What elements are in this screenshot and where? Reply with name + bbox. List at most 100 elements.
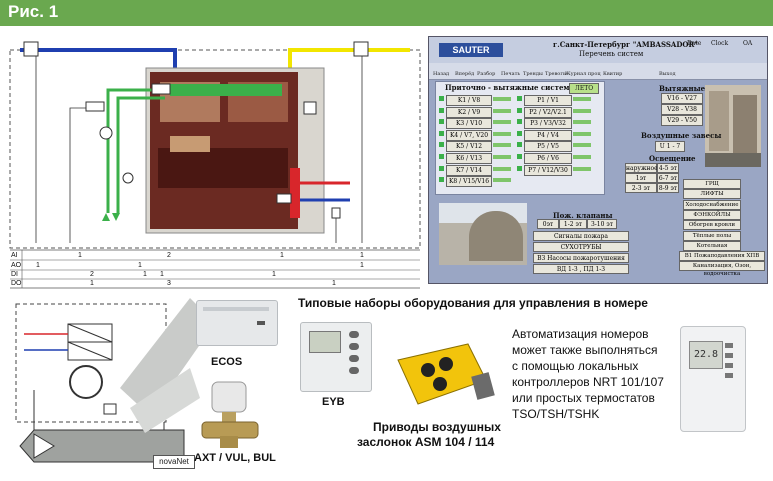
- status-led: [517, 154, 522, 159]
- figure-header: [0, 0, 773, 26]
- io-label-do: DO: [11, 280, 22, 287]
- lighting-button[interactable]: 2-3 эт: [625, 183, 657, 193]
- exhaust-system-button[interactable]: V28 - V38: [661, 104, 703, 115]
- io-value: 2: [90, 271, 94, 278]
- scada-toolbar: [429, 63, 767, 80]
- fire-valves-title: Пож. клапаны: [553, 211, 613, 220]
- supply-system-button[interactable]: K3 / V10: [446, 118, 492, 130]
- lighting-button[interactable]: 8-9 эт: [657, 183, 679, 193]
- novanet-label: novaNet: [153, 455, 195, 469]
- exhaust-system-button[interactable]: P5 / V5: [524, 141, 572, 153]
- status-bar: [493, 166, 511, 171]
- io-value: 1: [360, 252, 364, 259]
- system-menu-button[interactable]: Обогрев кровли: [683, 220, 741, 231]
- status-bar: [573, 108, 591, 113]
- status-bar: [493, 120, 511, 125]
- status-led: [439, 154, 444, 159]
- fire-pumps-button[interactable]: ВЗ Насосы пожаротушения: [533, 253, 629, 263]
- exhaust-system-button[interactable]: V29 - V50: [661, 115, 703, 126]
- io-label-ao: AO: [11, 262, 22, 269]
- supply-system-button[interactable]: K4 / V7, V20: [446, 129, 492, 141]
- damper-actuator: [397, 343, 495, 405]
- status-led: [517, 96, 522, 101]
- hvac-schematic: [9, 41, 421, 289]
- system-menu-button[interactable]: ФЭНКОЙЛЫ: [683, 209, 741, 220]
- description-line: или простых термостатов: [512, 391, 655, 405]
- lighting-button[interactable]: 6-7 эт: [657, 173, 679, 183]
- supply-system-button[interactable]: K6 / V13: [446, 153, 492, 164]
- fire-signals-button[interactable]: Сигналы пожара: [533, 231, 629, 241]
- status-led: [439, 165, 444, 171]
- lighting-title: Освещение: [649, 154, 696, 163]
- toolbar-trends[interactable]: Тренды: [523, 71, 543, 77]
- exhaust-systems-title: Вытяжные системы: [659, 84, 744, 93]
- toolbar-print[interactable]: Печать: [501, 71, 521, 77]
- nrt-display: 22.8: [689, 341, 723, 369]
- io-value: 1: [360, 262, 364, 269]
- sauter-logo: SAUTER: [439, 43, 503, 57]
- system-menu-button[interactable]: В1 Пожаподавления ХПВ: [679, 251, 765, 262]
- status-led: [517, 107, 522, 113]
- toolbar-alarms[interactable]: Тревоги: [545, 71, 567, 77]
- exhaust-system-button[interactable]: P1 / V1: [524, 95, 572, 106]
- status-led: [439, 130, 444, 136]
- lighting-button[interactable]: 1эт: [625, 173, 657, 183]
- toolbar-forward[interactable]: Вперёд: [455, 71, 475, 77]
- scada-subtitle: Перечень систем: [579, 50, 644, 58]
- supply-system-button[interactable]: K2 / V9: [446, 106, 492, 118]
- lighting-button[interactable]: 4-5 эт: [657, 163, 679, 173]
- toolbar-ack[interactable]: Квитир: [603, 71, 623, 77]
- smoke-exhaust-button[interactable]: ВД 1-3 , ПД 1-3: [533, 264, 629, 274]
- system-menu-button[interactable]: Холодоснабжение: [683, 199, 741, 210]
- io-value: 1: [138, 262, 142, 269]
- exhaust-system-button[interactable]: P3 / V3/V32: [524, 118, 572, 130]
- toolbar-exit[interactable]: Выход: [659, 71, 676, 77]
- valve-actuator: [201, 381, 259, 448]
- exhaust-system-button[interactable]: V16 - V27: [661, 93, 703, 104]
- exhaust-system-button[interactable]: P7 / V12/V30: [524, 164, 572, 176]
- air-curtain-button[interactable]: U 1 - 7: [655, 141, 685, 152]
- toolbar-parse[interactable]: Разбор: [477, 71, 496, 77]
- status-bar: [573, 155, 591, 159]
- status-bar: [573, 131, 591, 136]
- lighting-button[interactable]: наружное: [625, 163, 658, 173]
- supply-system-button[interactable]: K1 / V8: [446, 95, 492, 106]
- figure-title: Рис. 1: [8, 2, 59, 21]
- system-menu-button[interactable]: Котельная: [683, 240, 741, 251]
- fire-valve-button[interactable]: 1-2 эт: [559, 219, 587, 229]
- io-value: 2: [167, 252, 171, 259]
- exhaust-system-button[interactable]: P4 / V4: [524, 129, 572, 141]
- system-menu-button[interactable]: ГРЩ: [683, 179, 741, 189]
- supply-system-button[interactable]: K7 / V14: [446, 164, 492, 176]
- fire-valve-button[interactable]: 3-10 эт: [587, 219, 617, 229]
- status-led: [517, 142, 522, 148]
- status-led: [517, 130, 522, 136]
- description-line: может также выполняться: [512, 343, 658, 357]
- status-led: [439, 119, 444, 125]
- eyb-thermostat: [300, 322, 372, 392]
- dry-pipes-button[interactable]: СУХОТРУБЫ: [533, 242, 629, 252]
- toolbar-log[interactable]: Журнал проц: [565, 71, 601, 77]
- toolbar-back[interactable]: Назад: [433, 71, 450, 77]
- asm-label-line2: заслонок ASM 104 / 114: [357, 435, 495, 449]
- description-line: TSO/TSH/TSHK: [512, 407, 600, 421]
- status-led: [517, 165, 522, 171]
- io-value: 1: [332, 280, 336, 287]
- fire-valve-button[interactable]: 0эт: [537, 219, 559, 229]
- status-bar: [493, 97, 511, 101]
- system-menu-button[interactable]: Тёплые полы: [683, 230, 741, 241]
- exhaust-system-button[interactable]: P2 / V2/V2.1: [524, 106, 572, 118]
- supply-system-button[interactable]: K5 / V12: [446, 141, 492, 153]
- io-value: 1: [143, 271, 147, 278]
- io-value: 3: [167, 280, 171, 287]
- supply-system-button[interactable]: K8 / V15/V16: [446, 176, 492, 188]
- system-menu-button[interactable]: Канализация, Озон, водоочистка: [679, 261, 765, 277]
- ecos-label: ECOS: [211, 356, 243, 368]
- io-value: 1: [78, 252, 82, 259]
- system-menu-button[interactable]: ЛИФТЫ: [683, 189, 741, 200]
- status-bar: [493, 143, 511, 148]
- date-label: Date: [687, 40, 702, 47]
- clock-label: Clock: [711, 40, 729, 47]
- summer-mode-badge[interactable]: ЛЕТО: [569, 83, 599, 94]
- exhaust-system-button[interactable]: P6 / V6: [524, 153, 572, 164]
